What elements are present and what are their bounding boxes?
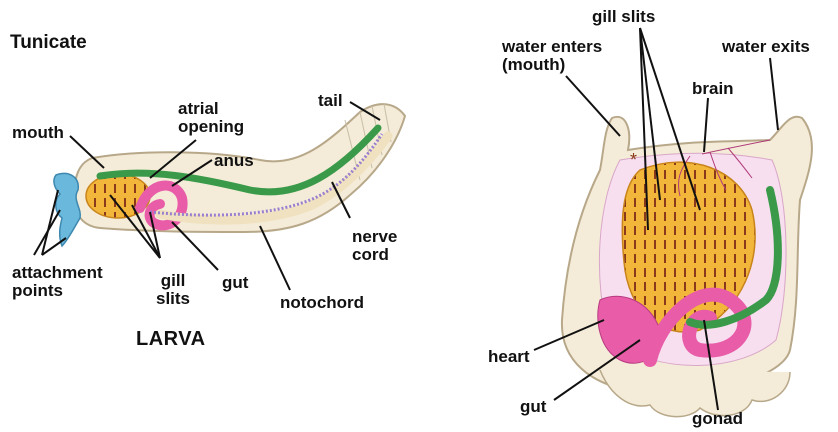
label-heart: heart <box>488 348 530 366</box>
adult-figure: * <box>534 28 812 417</box>
label-tail: tail <box>318 92 343 110</box>
label-gonad: gonad <box>692 410 743 428</box>
label-attachment-points: attachment points <box>12 264 103 300</box>
label-gut-larva: gut <box>222 274 248 292</box>
label-mouth-larva: mouth <box>12 124 64 142</box>
label-brain: brain <box>692 80 734 98</box>
label-gill-slits-adult: gill slits <box>592 8 655 26</box>
label-notochord: notochord <box>280 294 364 312</box>
svg-text:*: * <box>630 150 637 170</box>
label-atrial-opening: atrial opening <box>178 100 244 136</box>
label-anus: anus <box>214 152 254 170</box>
label-gill-slits-larva: gill slits <box>156 272 190 308</box>
label-larva-stage: LARVA <box>136 330 206 348</box>
attachment-points <box>54 173 80 246</box>
label-gut-adult: gut <box>520 398 546 416</box>
label-water-enters: water enters (mouth) <box>502 38 602 74</box>
label-nerve-cord: nerve cord <box>352 228 397 264</box>
label-water-exits: water exits <box>722 38 810 56</box>
tunicate-title: Tunicate <box>10 34 87 52</box>
